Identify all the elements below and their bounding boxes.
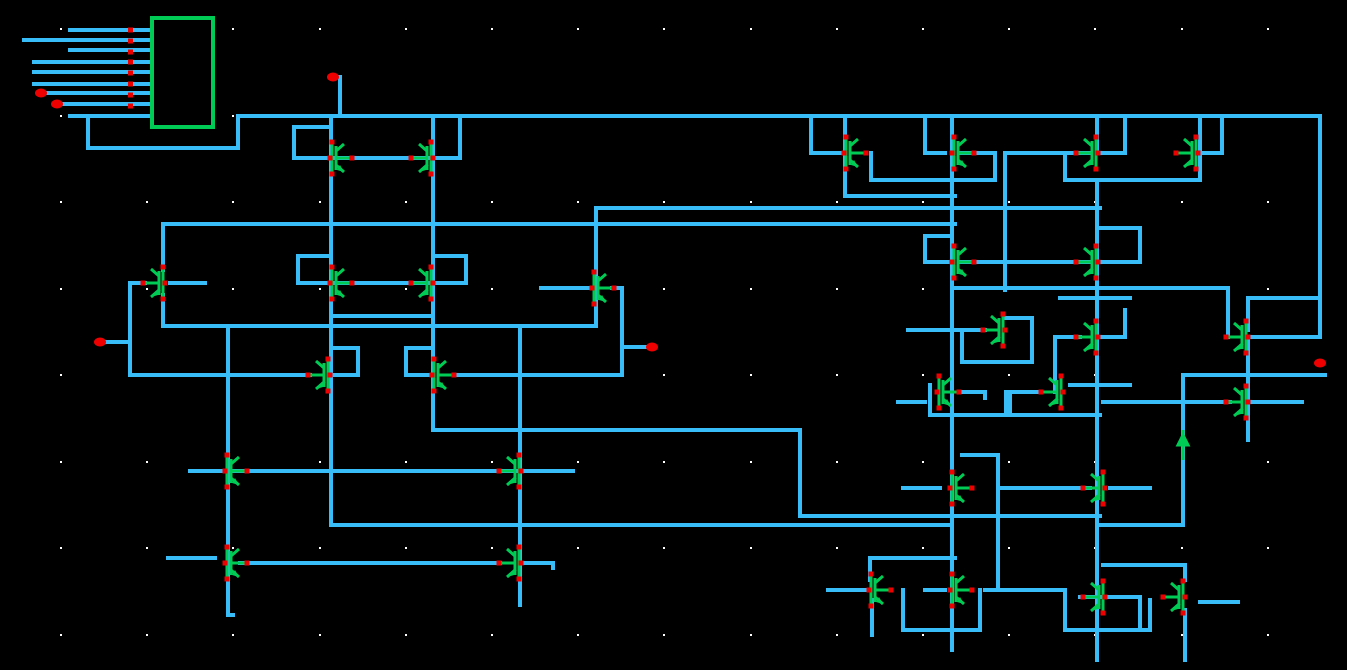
transistor[interactable] <box>592 272 612 304</box>
transistor[interactable] <box>950 472 970 504</box>
transistor[interactable] <box>413 267 433 299</box>
io-port[interactable] <box>94 337 106 347</box>
transistor[interactable] <box>413 142 433 174</box>
pins <box>128 27 1251 616</box>
transistor[interactable] <box>985 314 1005 346</box>
subcircuit-block[interactable] <box>150 16 215 129</box>
ports[interactable] <box>35 72 1326 368</box>
transistor[interactable] <box>1043 376 1063 408</box>
transistor[interactable] <box>330 142 350 174</box>
transistor[interactable] <box>1178 137 1198 169</box>
grid-dots <box>60 28 1269 636</box>
transistor[interactable] <box>432 359 452 391</box>
transistor[interactable] <box>1085 581 1105 613</box>
transistor[interactable] <box>501 455 521 487</box>
io-port[interactable] <box>1314 358 1326 368</box>
transistor[interactable] <box>1228 386 1248 418</box>
transistor[interactable] <box>1078 246 1098 278</box>
transistor[interactable] <box>1078 321 1098 353</box>
transistor[interactable] <box>1078 137 1098 169</box>
transistor[interactable] <box>225 455 245 487</box>
transistor[interactable] <box>310 359 330 391</box>
devices[interactable] <box>145 16 1248 613</box>
wires[interactable] <box>22 28 1327 662</box>
transistor[interactable] <box>1165 581 1185 613</box>
transistor[interactable] <box>225 547 245 579</box>
io-port[interactable] <box>646 342 658 352</box>
transistor[interactable] <box>501 547 521 579</box>
transistor[interactable] <box>844 137 864 169</box>
transistor[interactable] <box>952 137 972 169</box>
transistor[interactable] <box>330 267 350 299</box>
io-port[interactable] <box>35 88 47 98</box>
transistor[interactable] <box>950 574 970 606</box>
io-port[interactable] <box>51 99 63 109</box>
transistor[interactable] <box>952 246 972 278</box>
transistor[interactable] <box>869 574 889 606</box>
diode[interactable] <box>1175 430 1191 460</box>
transistor[interactable] <box>1228 321 1248 353</box>
transistor[interactable] <box>1085 472 1105 504</box>
transistor[interactable] <box>937 376 957 408</box>
transistor[interactable] <box>145 267 165 299</box>
io-port[interactable] <box>327 72 339 82</box>
